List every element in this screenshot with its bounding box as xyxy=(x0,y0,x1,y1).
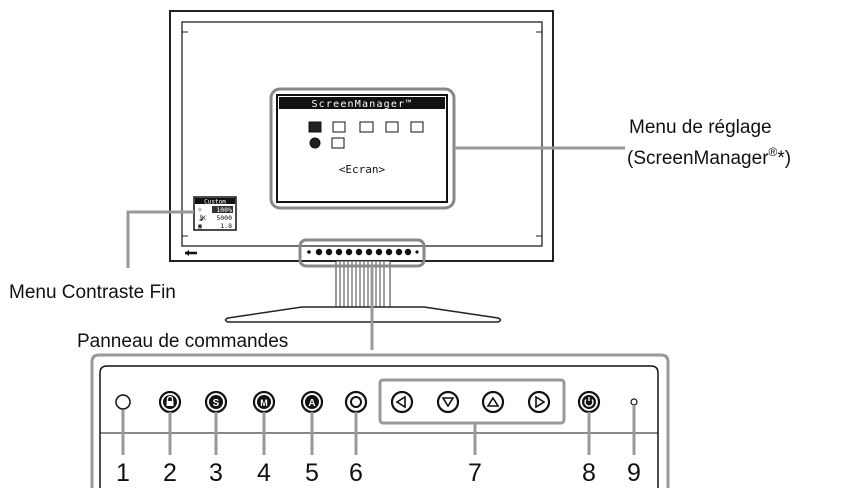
number-leader-lines xyxy=(121,405,636,455)
button-5-auto[interactable]: A xyxy=(300,390,324,414)
input-arrow-icon xyxy=(185,250,197,256)
right-arrow-icon xyxy=(535,395,546,409)
number-5: 5 xyxy=(305,459,319,487)
auto-button-icon: A xyxy=(308,398,315,409)
mode-button-icon: M xyxy=(260,398,268,408)
exit-icon xyxy=(331,137,345,149)
monitor-button-row xyxy=(307,248,419,256)
down-arrow-icon xyxy=(441,397,455,408)
adjustment-menu-label-line2: (ScreenManager®*) xyxy=(627,145,791,169)
fine-contrast-menu-label: Menu Contraste Fin xyxy=(9,282,176,303)
power-indicator-icon xyxy=(630,398,638,406)
button-7-left[interactable] xyxy=(390,390,414,414)
gamma-icon: ▣ xyxy=(198,222,202,230)
osd-icons xyxy=(308,121,424,149)
info-icon xyxy=(410,121,424,133)
power-indicator xyxy=(630,398,638,406)
control-panel xyxy=(90,353,670,488)
tools-icon xyxy=(385,121,399,133)
brightness-value: 100% xyxy=(216,206,232,214)
number-7: 7 xyxy=(468,459,482,487)
fine-contrast-osd: Custom ☼ 100% 🌡 K 5000 ▣ 1.8 xyxy=(193,196,237,231)
number-1: 1 xyxy=(116,459,130,487)
screen-icon xyxy=(308,121,322,133)
gamma-value: 1.8 xyxy=(220,222,232,230)
button-8-power[interactable] xyxy=(577,390,601,414)
button-7-right[interactable] xyxy=(527,390,551,414)
number-6: 6 xyxy=(349,459,363,487)
screenmanager-selected-item: <Ecran> xyxy=(339,163,386,176)
lock-icon xyxy=(166,401,174,406)
picture-icon xyxy=(359,121,374,133)
power-icon xyxy=(584,399,594,407)
fine-contrast-title: Custom xyxy=(204,199,226,206)
button-numbers: 1 2 3 4 5 6 7 8 9 xyxy=(116,459,641,487)
button-2-lock[interactable] xyxy=(158,390,182,414)
number-3: 3 xyxy=(209,459,223,487)
button-7-down[interactable] xyxy=(436,390,460,414)
button-3-s[interactable]: S xyxy=(204,390,228,414)
temperature-icon: 🌡 xyxy=(197,214,205,222)
number-2: 2 xyxy=(163,459,177,487)
s-button-icon: S xyxy=(213,398,220,409)
button-6-enter[interactable] xyxy=(344,390,368,414)
screenmanager-title: ScreenManager™ xyxy=(311,99,412,110)
temperature-unit: K xyxy=(202,214,206,222)
monitor-stand xyxy=(224,260,502,323)
button-7-up[interactable] xyxy=(481,390,505,414)
enter-button-icon xyxy=(350,396,362,408)
number-4: 4 xyxy=(257,459,271,487)
control-panel-label: Panneau de commandes xyxy=(77,331,288,352)
callout-lines xyxy=(126,146,625,350)
globe-icon xyxy=(309,137,321,149)
up-arrow-icon xyxy=(486,396,500,407)
number-8: 8 xyxy=(582,459,596,487)
brightness-icon: ☼ xyxy=(198,206,202,214)
button-1-sensor[interactable] xyxy=(115,394,131,410)
button-4-mode[interactable]: M xyxy=(252,390,276,414)
screenmanager-osd: ScreenManager™ <Ecran> xyxy=(269,87,456,210)
color-icon xyxy=(332,121,346,133)
arrow-buttons-highlight xyxy=(378,378,566,425)
number-9: 9 xyxy=(627,459,641,487)
left-arrow-icon xyxy=(395,395,406,409)
temperature-value: 5000 xyxy=(216,214,232,222)
adjustment-menu-label-line1: Menu de réglage xyxy=(629,117,772,138)
button-row-highlight xyxy=(298,238,426,268)
